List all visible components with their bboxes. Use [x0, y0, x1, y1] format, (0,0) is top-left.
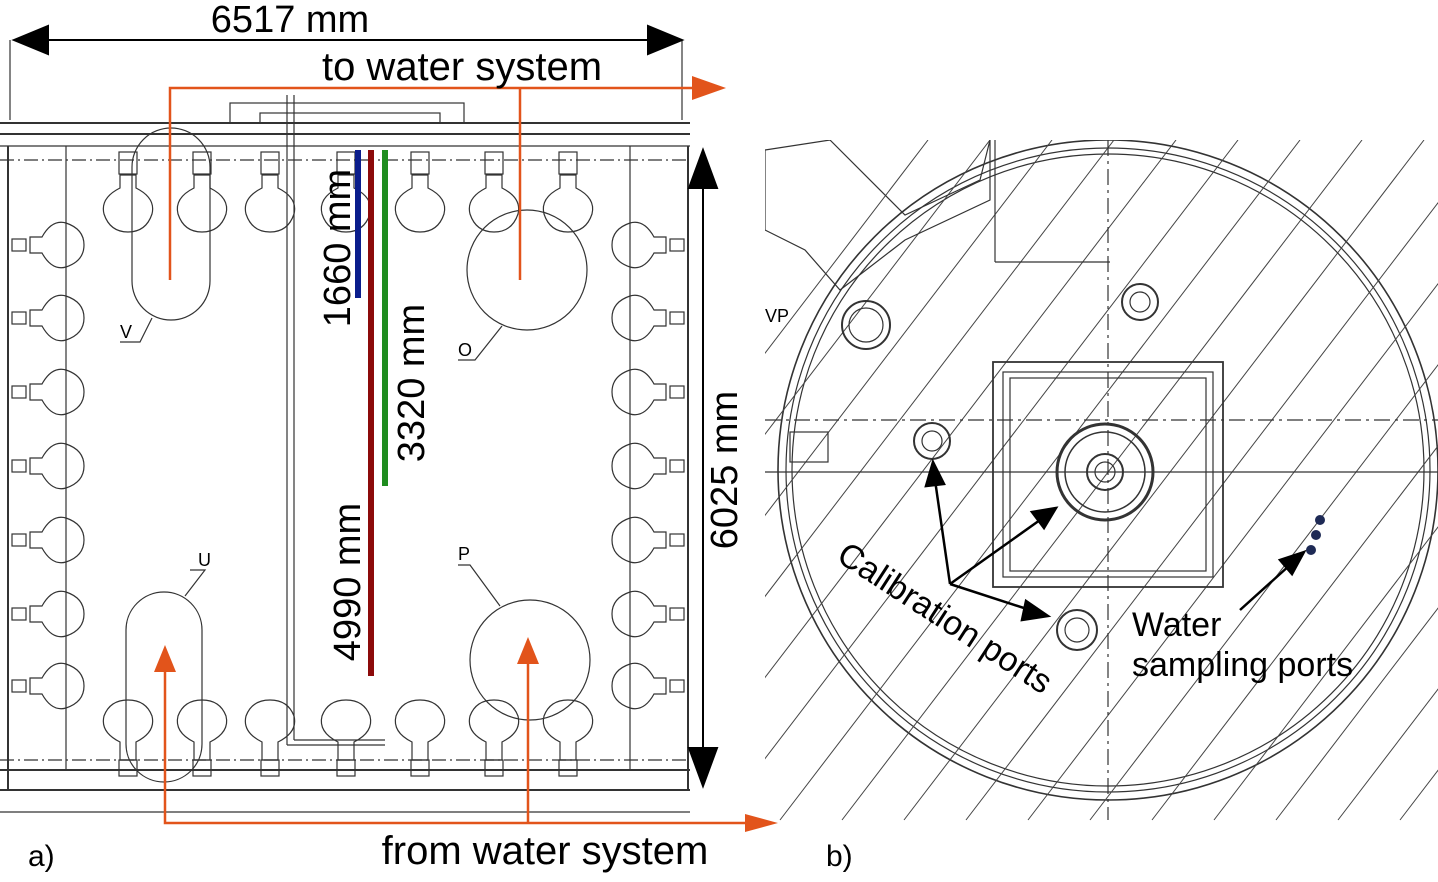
inflow-path: [163, 670, 745, 825]
vp-label: VP: [765, 306, 789, 326]
pmt-bottom: [102, 699, 154, 777]
pmt-right: [611, 590, 685, 638]
flow-arrowheads: [154, 76, 778, 832]
pmt-right: [611, 516, 685, 564]
to-water-system-label: to water system: [322, 45, 602, 89]
from-water-system-label: from water system: [382, 829, 709, 873]
inflow-up-arrowhead-right: [517, 637, 539, 664]
inflow-arrowhead: [745, 814, 778, 832]
water-sampling-label-line2: sampling ports: [1132, 646, 1353, 684]
panel-b-label: b): [826, 840, 853, 873]
outflow-arrowhead: [692, 76, 726, 100]
pmt-right: [611, 294, 685, 342]
sphere-label-v: V: [120, 322, 132, 342]
pmt-top: [542, 151, 594, 233]
pmt-right: [611, 368, 685, 416]
pmt-bottom: [468, 699, 520, 777]
water-sampling-port-dots: [1306, 515, 1325, 555]
pmt-bottom: [320, 699, 372, 777]
pmt-left: [11, 221, 85, 269]
pmt-bottom: [244, 699, 296, 777]
sampling-port-3: [1306, 545, 1316, 555]
height-dimension: [687, 147, 719, 789]
pmt-bottom: [394, 699, 446, 777]
pmt-top: [244, 151, 296, 233]
width-label: 6517 mm: [211, 0, 369, 41]
inflow-up-arrowhead-left: [154, 645, 176, 672]
calibration-callouts: [924, 458, 1307, 622]
pmt-left: [11, 516, 85, 564]
pmt-top: [102, 151, 154, 233]
pmt-left: [11, 368, 85, 416]
depth-label-3320: 3320 mm: [391, 304, 433, 462]
pmt-top: [468, 151, 520, 233]
pmt-bottom: [542, 699, 594, 777]
panel-b: [765, 140, 1438, 821]
height-label: 6025 mm: [704, 391, 746, 549]
pmt-left: [11, 294, 85, 342]
sampling-port-1: [1315, 515, 1325, 525]
water-flow-paths: [163, 86, 745, 825]
pmt-top: [394, 151, 446, 233]
sphere-label-o: O: [458, 340, 472, 360]
sphere-label-u: U: [198, 550, 211, 570]
width-dimension: [11, 24, 685, 56]
pmt-left: [11, 590, 85, 638]
depth-label-1660: 1660 mm: [317, 169, 359, 327]
pmt-left: [11, 662, 85, 710]
pmt-right: [611, 442, 685, 490]
pmt-bottom: [176, 699, 228, 777]
pmt-left: [11, 442, 85, 490]
water-sampling-label-line1: Water: [1132, 606, 1221, 644]
pmt-right: [611, 662, 685, 710]
panel-a-label: a): [28, 840, 55, 873]
panel-a: [0, 40, 690, 813]
outflow-path: [168, 86, 700, 280]
depth-bars: [355, 150, 388, 676]
depth-label-4990: 4990 mm: [327, 503, 369, 661]
pmt-right: [611, 221, 685, 269]
sphere-label-p: P: [458, 544, 470, 564]
sampling-port-2: [1311, 530, 1321, 540]
pmt-top: [176, 151, 228, 233]
